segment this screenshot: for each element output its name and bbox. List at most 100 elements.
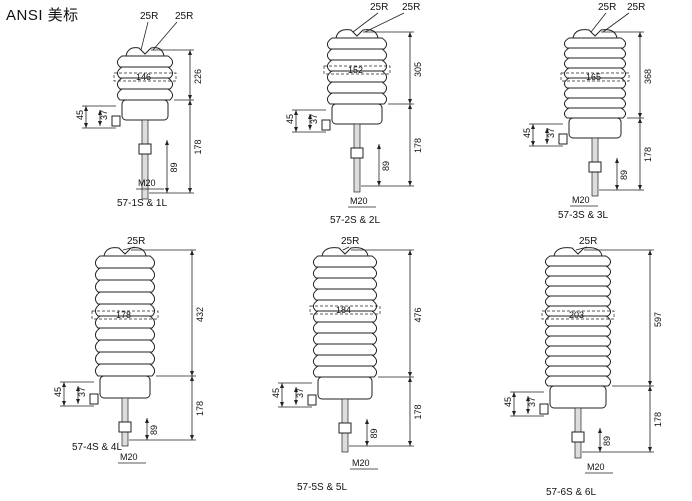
base-height-label: 178 xyxy=(653,412,663,427)
side-fitting xyxy=(321,119,331,131)
arrowhead xyxy=(188,188,192,193)
insulator-shed xyxy=(563,57,627,69)
dim-37-label: 37 xyxy=(295,388,305,398)
arrowhead xyxy=(190,376,194,381)
dim-89-label: 89 xyxy=(369,428,379,438)
insulator-shed xyxy=(563,87,627,99)
top-radius-label: 25R xyxy=(175,11,193,22)
insulator-shed xyxy=(94,363,156,377)
insulator-base xyxy=(331,103,383,125)
diameter-label: 165 xyxy=(586,72,601,82)
insulator-shed xyxy=(544,265,612,277)
leader-line xyxy=(122,246,136,251)
page-title: ANSI 美标 xyxy=(6,7,79,24)
arrowhead xyxy=(615,185,619,190)
arrowhead xyxy=(294,400,298,405)
insulator-shed xyxy=(326,48,388,61)
insulator-top xyxy=(572,29,618,39)
arrowhead xyxy=(531,141,535,146)
leader-line xyxy=(590,12,607,33)
stud-nut xyxy=(350,147,364,159)
leader-line xyxy=(140,21,149,51)
arrowhead xyxy=(365,419,369,424)
diameter-label: 184 xyxy=(336,305,351,315)
insulator-shed xyxy=(544,375,612,387)
insulator-shed xyxy=(94,303,156,317)
diameter-band xyxy=(113,72,177,82)
arrowhead xyxy=(165,140,169,145)
insulator-shed xyxy=(312,255,378,268)
arrowhead xyxy=(545,128,549,133)
insulator-shed xyxy=(544,345,612,357)
dim-37-label: 37 xyxy=(527,397,537,407)
insulator-shed xyxy=(312,365,378,378)
top-radius-label: 25R xyxy=(598,2,616,13)
diameter-band xyxy=(309,305,381,315)
base-height-label: 178 xyxy=(643,147,653,162)
arrowhead xyxy=(62,401,66,406)
arrowhead xyxy=(598,447,602,452)
height-label: 305 xyxy=(413,62,423,77)
arrowhead xyxy=(526,396,530,401)
leader-line xyxy=(352,12,379,33)
insulator-shed xyxy=(116,55,174,68)
arrowhead xyxy=(190,250,194,255)
insulator-top xyxy=(125,47,165,57)
diameter-label: 178 xyxy=(116,310,131,320)
arrowhead xyxy=(62,382,66,387)
arrowhead xyxy=(98,121,102,126)
thread-label: M20 xyxy=(572,195,590,205)
leader-line xyxy=(342,246,350,251)
top-radius-label: 25R xyxy=(140,11,158,22)
insulator-shed xyxy=(94,339,156,353)
arrowhead xyxy=(188,50,192,55)
insulator-shed xyxy=(563,47,627,59)
arrowhead xyxy=(408,250,412,255)
diameter-band xyxy=(560,72,630,82)
arrowhead xyxy=(512,392,516,397)
insulator-shed xyxy=(116,88,174,101)
dim-89-label: 89 xyxy=(619,170,629,180)
height-label: 368 xyxy=(643,69,653,84)
insulator-shed xyxy=(116,66,174,79)
side-fitting xyxy=(558,133,568,145)
leader-line xyxy=(152,21,178,51)
arrowhead xyxy=(545,139,549,144)
arrowhead xyxy=(98,110,102,115)
insulator-shed xyxy=(544,295,612,307)
leader-line xyxy=(575,246,588,251)
arrowhead xyxy=(648,447,652,452)
base-height-label: 178 xyxy=(413,404,423,419)
insulator-shed xyxy=(312,354,378,367)
top-radius-label: 25R xyxy=(341,236,359,247)
arrowhead xyxy=(280,383,284,388)
model-label: 57-4S & 4L xyxy=(72,442,122,453)
dim-45-label: 45 xyxy=(53,387,63,397)
arrowhead xyxy=(308,125,312,130)
insulator-shed xyxy=(544,355,612,367)
dim-45-label: 45 xyxy=(271,388,281,398)
dim-37-label: 37 xyxy=(309,114,319,124)
dim-89-label: 89 xyxy=(149,425,159,435)
arrowhead xyxy=(165,188,169,193)
arrowhead xyxy=(408,104,412,109)
base-height-label: 178 xyxy=(413,138,423,153)
dim-45-label: 45 xyxy=(285,114,295,124)
diameter-band xyxy=(541,310,615,320)
arrowhead xyxy=(145,418,149,423)
top-radius-label: 25R xyxy=(627,2,645,13)
arrowhead xyxy=(408,181,412,186)
insulator-base xyxy=(568,117,622,139)
insulator-shed xyxy=(563,107,627,119)
side-fitting xyxy=(89,393,99,405)
arrowhead xyxy=(145,435,149,440)
diameter-band xyxy=(91,310,159,320)
arrowhead xyxy=(294,110,298,115)
model-label: 57-6S & 6L xyxy=(546,487,596,498)
stud-nut xyxy=(138,143,152,155)
diameter-label: 146 xyxy=(136,72,151,82)
height-label: 226 xyxy=(193,69,203,84)
arrowhead xyxy=(190,435,194,440)
arrowhead xyxy=(408,377,412,382)
base-height-label: 178 xyxy=(193,139,203,154)
